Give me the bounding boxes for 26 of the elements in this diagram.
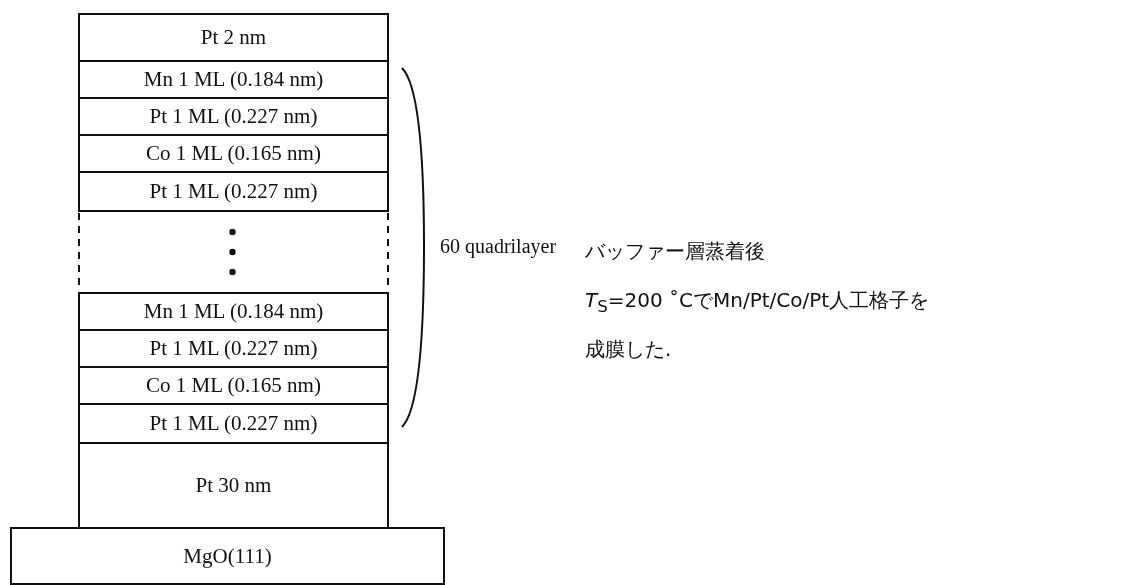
layer-box [78,292,389,331]
layer-box [78,329,389,368]
layer-label: MgO(111) [183,543,272,569]
layer-box [78,13,389,62]
layer-label: Pt 30 nm [195,473,272,498]
layer-label: Pt 1 ML (0.227 nm) [149,104,318,129]
note-text: バッファー層蒸着後 [585,238,765,265]
layer-label: Pt 1 ML (0.227 nm) [149,411,318,436]
layer-box [78,403,389,444]
layer-box [78,97,389,136]
layer-box [78,134,389,173]
annotation-label: 60 quadrilayer [440,235,557,258]
layer-label: Pt 2 nm [200,25,267,50]
layer-box [78,60,389,99]
layer-label: Pt 1 ML (0.227 nm) [149,179,318,204]
note-text: 成膜した. [585,336,672,363]
layer-label: Co 1 ML (0.165 nm) [146,141,321,166]
layer-label: Pt 1 ML (0.227 nm) [149,336,318,361]
note-text: T$_{S}$=200 ˚CでMn/Pt/Co/Pt人工格子を [585,287,930,316]
layer-box [78,442,389,529]
layer-label: Mn 1 ML (0.184 nm) [143,67,324,92]
layer-box [78,171,389,212]
substrate-box [10,527,445,585]
layer-label: Mn 1 ML (0.184 nm) [143,299,324,324]
layer-label: Co 1 ML (0.165 nm) [146,373,321,398]
layer-box [78,366,389,405]
